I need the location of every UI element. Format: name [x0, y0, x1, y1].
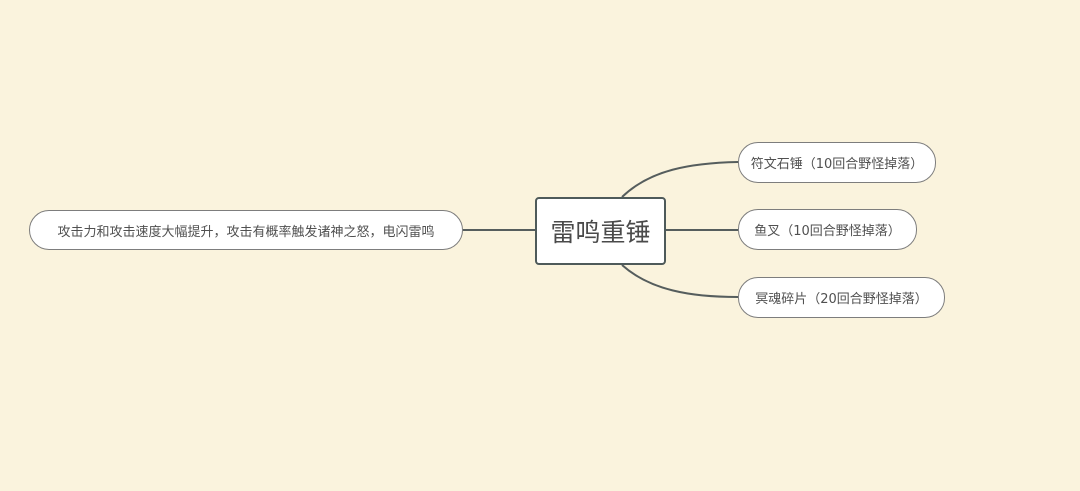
branch-harpoon[interactable]: 鱼叉（10回合野怪掉落）	[738, 209, 917, 250]
connector-right-3	[621, 264, 739, 298]
branch-soul-fragment[interactable]: 冥魂碎片（20回合野怪掉落）	[738, 277, 945, 318]
branch-left-effect[interactable]: 攻击力和攻击速度大幅提升，攻击有概率触发诸神之怒，电闪雷鸣	[29, 210, 463, 250]
connector-right-1	[621, 161, 739, 198]
branch-rune-hammer[interactable]: 符文石锤（10回合野怪掉落）	[738, 142, 936, 183]
central-topic[interactable]: 雷鸣重锤	[535, 197, 666, 265]
